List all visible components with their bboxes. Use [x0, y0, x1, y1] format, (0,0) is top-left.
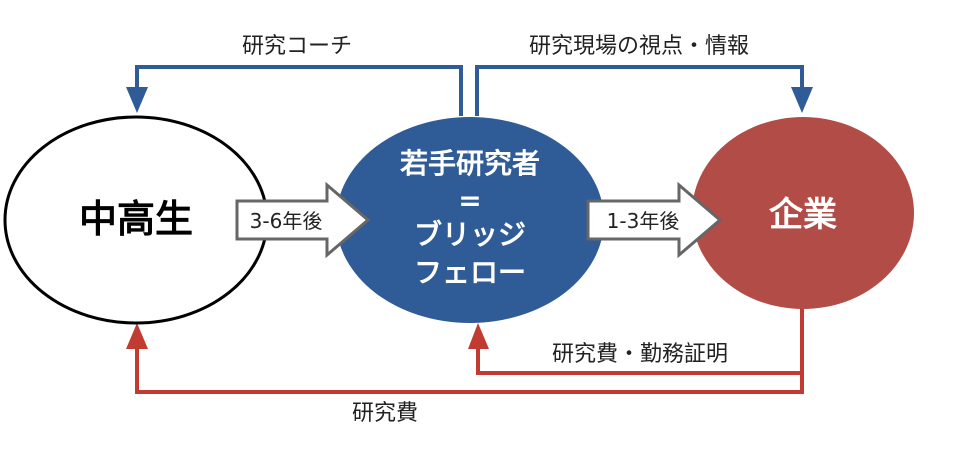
research-funds-label: 研究費 [352, 401, 418, 426]
middle-high-school-label: 中高生 [79, 197, 193, 241]
young-researcher-node [336, 117, 604, 323]
young-researcher-line-1: 若手研究者 [400, 147, 540, 180]
research-funds-certificate-label: 研究費・勤務証明 [552, 342, 728, 367]
research-site-view-arrowhead [791, 87, 813, 113]
research-funds-certificate-arrowhead [468, 323, 489, 349]
one-to-three-years-arrow [586, 181, 723, 259]
research-coach-connector [135, 65, 463, 116]
three-to-six-years-arrow [235, 181, 371, 259]
research-funds-connector [135, 307, 804, 394]
young-researcher-line-4: フェロー [414, 256, 526, 289]
company-label: 企業 [769, 195, 837, 235]
three-to-six-years-label: 3-6年後 [250, 209, 323, 233]
research-funds-arrowhead [126, 323, 148, 349]
one-to-three-years-label: 1-3年後 [607, 209, 680, 233]
research-coach-label: 研究コーチ [242, 34, 352, 59]
research-coach-arrowhead [126, 87, 148, 113]
company-node [692, 117, 914, 309]
young-researcher-line-3: ブリッジ [414, 218, 526, 251]
young-researcher-line-2: = [458, 184, 481, 217]
research-site-view-connector [475, 65, 804, 116]
research-site-view-label: 研究現場の視点・情報 [529, 34, 749, 59]
